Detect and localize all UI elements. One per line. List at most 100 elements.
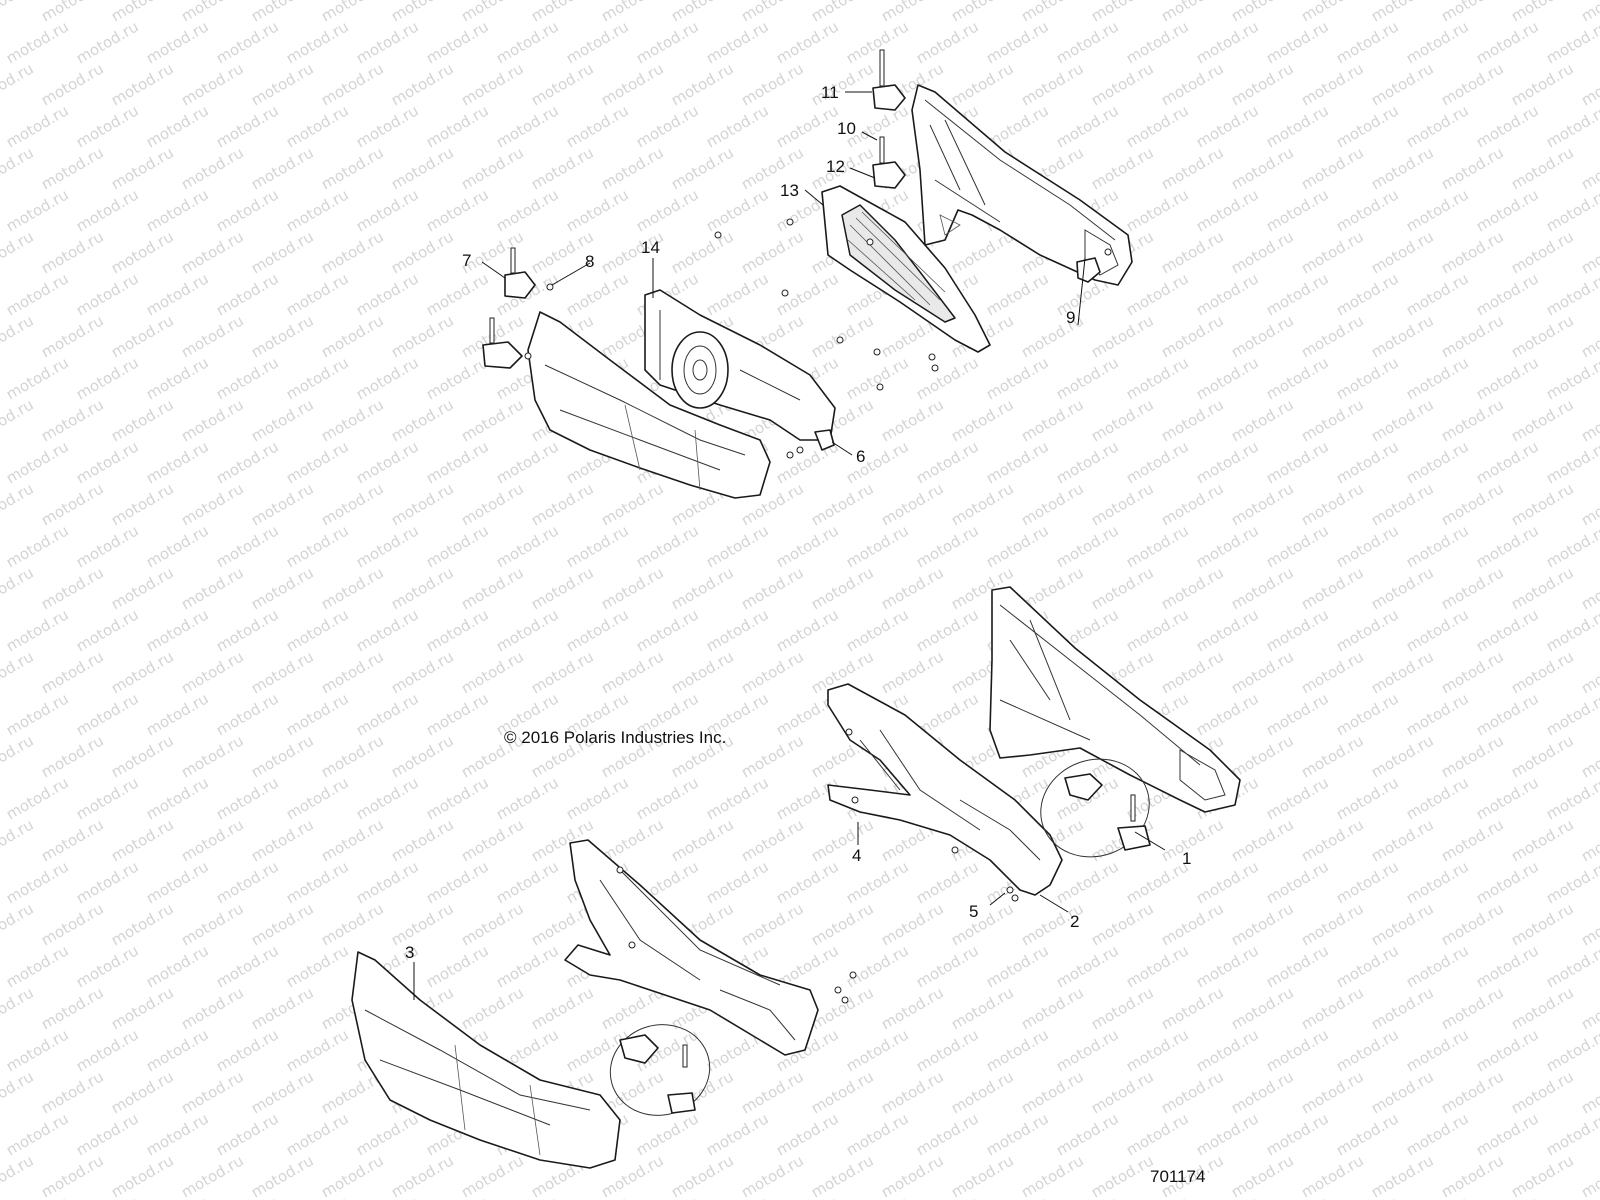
watermark-text: motod.ru bbox=[1543, 689, 1600, 739]
watermark-text: motod.ru bbox=[1368, 0, 1437, 25]
watermark-text: motod.ru bbox=[178, 647, 247, 697]
watermark-text: motod.ru bbox=[73, 1025, 142, 1075]
watermark-text: motod.ru bbox=[1403, 353, 1472, 403]
watermark-text: motod.ru bbox=[213, 773, 282, 823]
watermark-text: motod.ru bbox=[983, 353, 1052, 403]
watermark-text: motod.ru bbox=[143, 101, 212, 151]
watermark-text: motod.ru bbox=[1403, 941, 1472, 991]
watermark-text: motod.ru bbox=[108, 563, 177, 613]
watermark-text: motod.ru bbox=[248, 59, 317, 109]
watermark-text: motod.ru bbox=[0, 521, 2, 571]
watermark-text: motod.ru bbox=[213, 1109, 282, 1159]
watermark-text: motod.ru bbox=[1018, 983, 1087, 1033]
watermark-text: motod.ru bbox=[843, 941, 912, 991]
watermark-text: motod.ru bbox=[0, 227, 37, 277]
watermark-text: motod.ru bbox=[73, 941, 142, 991]
watermark-text: motod.ru bbox=[248, 311, 317, 361]
watermark-text: motod.ru bbox=[213, 689, 282, 739]
watermark-text: motod.ru bbox=[0, 269, 2, 319]
watermark-text: motod.ru bbox=[843, 437, 912, 487]
watermark-text: motod.ru bbox=[1123, 17, 1192, 67]
watermark-text: motod.ru bbox=[423, 101, 492, 151]
watermark-text: motod.ru bbox=[808, 983, 877, 1033]
watermark-text: motod.ru bbox=[528, 983, 597, 1033]
watermark-text: motod.ru bbox=[1123, 185, 1192, 235]
watermark-text: motod.ru bbox=[1473, 941, 1542, 991]
latch-detail-inset-lower bbox=[609, 1024, 711, 1116]
watermark-text: motod.ru bbox=[38, 563, 107, 613]
watermark-text: motod.ru bbox=[283, 437, 352, 487]
watermark-text: motod.ru bbox=[1123, 605, 1192, 655]
watermark-text: motod.ru bbox=[983, 521, 1052, 571]
door-frame bbox=[827, 683, 1063, 896]
watermark-text: motod.ru bbox=[1298, 143, 1367, 193]
watermark-text: motod.ru bbox=[283, 1193, 352, 1200]
watermark-text: motod.ru bbox=[0, 143, 37, 193]
watermark-text: motod.ru bbox=[388, 647, 457, 697]
watermark-text: motod.ru bbox=[668, 143, 737, 193]
watermark-text: motod.ru bbox=[913, 605, 982, 655]
watermark-text: motod.ru bbox=[108, 143, 177, 193]
watermark-text: motod.ru bbox=[1403, 269, 1472, 319]
watermark-text: motod.ru bbox=[983, 1193, 1052, 1200]
watermark-text: motod.ru bbox=[528, 143, 597, 193]
watermark-text: motod.ru bbox=[38, 395, 107, 445]
watermark-text: motod.ru bbox=[1438, 899, 1507, 949]
watermark-text: motod.ru bbox=[388, 311, 457, 361]
watermark-text: motod.ru bbox=[773, 521, 842, 571]
watermark-text: motod.ru bbox=[108, 1067, 177, 1117]
watermark-text: motod.ru bbox=[1053, 353, 1122, 403]
watermark-text: motod.ru bbox=[948, 1067, 1017, 1117]
watermark-text: motod.ru bbox=[808, 1067, 877, 1117]
watermark-text: motod.ru bbox=[808, 479, 877, 529]
watermark-text: motod.ru bbox=[1438, 311, 1507, 361]
watermark-text: motod.ru bbox=[0, 353, 2, 403]
watermark-text: motod.ru bbox=[458, 983, 527, 1033]
watermark-text: motod.ru bbox=[913, 17, 982, 67]
watermark-text: motod.ru bbox=[1333, 521, 1402, 571]
watermark-text: motod.ru bbox=[703, 185, 772, 235]
watermark-text: motod.ru bbox=[248, 0, 317, 25]
watermark-text: motod.ru bbox=[1543, 521, 1600, 571]
watermark-text: motod.ru bbox=[878, 647, 947, 697]
watermark-text: motod.ru bbox=[0, 479, 37, 529]
watermark-text: motod.ru bbox=[423, 773, 492, 823]
watermark-text: motod.ru bbox=[1123, 353, 1192, 403]
watermark-text: motod.ru bbox=[73, 437, 142, 487]
watermark-text: motod.ru bbox=[1228, 311, 1297, 361]
watermark-text: motod.ru bbox=[1508, 1067, 1577, 1117]
watermark-text: motod.ru bbox=[703, 605, 772, 655]
watermark-text: motod.ru bbox=[38, 143, 107, 193]
watermark-text: motod.ru bbox=[1403, 521, 1472, 571]
watermark-text: motod.ru bbox=[983, 941, 1052, 991]
watermark-text: motod.ru bbox=[3, 269, 72, 319]
watermark-text: motod.ru bbox=[38, 983, 107, 1033]
watermark-text: motod.ru bbox=[1228, 563, 1297, 613]
watermark-text: motod.ru bbox=[493, 185, 562, 235]
watermark-text: motod.ru bbox=[458, 815, 527, 865]
watermark-text: motod.ru bbox=[1403, 857, 1472, 907]
watermark-text: motod.ru bbox=[633, 1109, 702, 1159]
watermark-text: motod.ru bbox=[598, 59, 667, 109]
watermark-text: motod.ru bbox=[1088, 143, 1157, 193]
watermark-text: motod.ru bbox=[1088, 1067, 1157, 1117]
watermark-text: motod.ru bbox=[73, 689, 142, 739]
upper-hinge-7 bbox=[504, 247, 554, 299]
watermark-text: motod.ru bbox=[913, 857, 982, 907]
watermark-text: motod.ru bbox=[1333, 1109, 1402, 1159]
watermark-text: motod.ru bbox=[1543, 101, 1600, 151]
watermark-text: motod.ru bbox=[283, 773, 352, 823]
watermark-text: motod.ru bbox=[563, 605, 632, 655]
watermark-text: motod.ru bbox=[563, 17, 632, 67]
watermark-text: motod.ru bbox=[178, 59, 247, 109]
watermark-text: motod.ru bbox=[1403, 17, 1472, 67]
watermark-text: motod.ru bbox=[3, 101, 72, 151]
watermark-text: motod.ru bbox=[143, 773, 212, 823]
watermark-text: motod.ru bbox=[3, 17, 72, 67]
watermark-text: motod.ru bbox=[1368, 815, 1437, 865]
watermark-text: motod.ru bbox=[1473, 605, 1542, 655]
watermark-text: motod.ru bbox=[1193, 353, 1262, 403]
watermark-text: motod.ru bbox=[1298, 563, 1367, 613]
watermark-text: motod.ru bbox=[1438, 227, 1507, 277]
watermark-text: motod.ru bbox=[143, 941, 212, 991]
